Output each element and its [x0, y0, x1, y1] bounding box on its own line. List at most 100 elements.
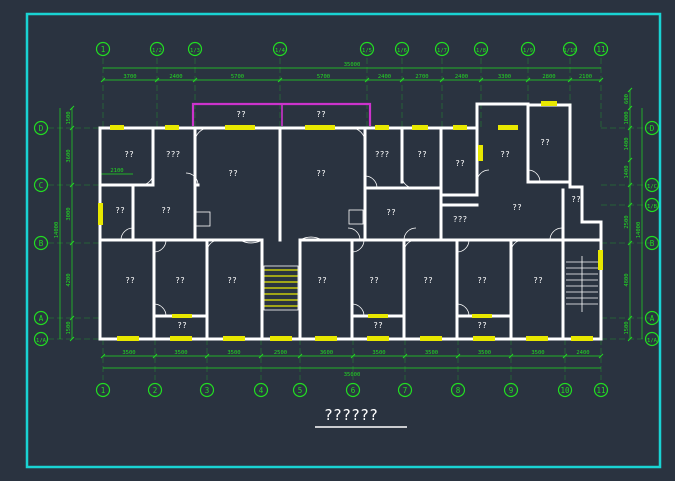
bottom-axis-bubble: [503, 382, 519, 398]
dimension-label: 3500: [122, 350, 135, 356]
room-label: ??: [571, 195, 581, 204]
room-label: ??: [177, 321, 187, 330]
dimension-label: 2400: [576, 350, 589, 356]
room-label: ??: [512, 203, 522, 212]
left-axis-bubble: [33, 235, 49, 251]
dimension-label: 1500: [66, 321, 72, 334]
bottom-axis-bubble: [450, 382, 466, 398]
room-label: ??: [455, 159, 465, 168]
left-axis-bubble-label: D: [39, 124, 44, 133]
dimension-label: 3600: [66, 149, 72, 162]
right-axis-bubble-label: A: [650, 314, 655, 323]
room-label: ??: [316, 110, 326, 119]
room-label: ??: [369, 276, 379, 285]
dimension-label: 1500: [66, 111, 72, 124]
left-axis-bubble: [33, 331, 49, 347]
dimension-label: 3500: [478, 350, 491, 356]
room-label: ???: [375, 150, 390, 159]
dimension-label: 3700: [123, 74, 136, 80]
left-axis-bubble-label: B: [39, 239, 44, 248]
dimension-label: 3500: [531, 350, 544, 356]
bottom-axis-bubble-label: 4: [259, 386, 264, 395]
top-axis-bubble-label: 1/10: [563, 48, 576, 54]
top-axis-bubble: [473, 41, 489, 57]
drawing-frame: [25, 12, 662, 469]
bottom-axis-bubble: [593, 382, 609, 398]
top-axis-bubble: [520, 41, 536, 57]
dimension-label: 600: [624, 94, 630, 104]
dimension-label: 1000: [624, 111, 630, 124]
right-axis-bubble: [644, 177, 660, 193]
bottom-axis-bubble-label: 5: [298, 386, 303, 395]
dimension-label: 4800: [624, 273, 630, 286]
top-axis-bubble: [359, 41, 375, 57]
bottom-axis-bubble: [557, 382, 573, 398]
bottom-axis-bubble: [199, 382, 215, 398]
dimension-label: 2400: [378, 74, 391, 80]
top-axis-bubble-label: 1/7: [437, 48, 447, 54]
top-axis-bubble: [593, 41, 609, 57]
balcony-outline: [191, 102, 372, 126]
top-axis-bubble-label: 1/4: [275, 48, 286, 54]
bottom-axis-bubble-label: 10: [560, 386, 570, 395]
top-axis-bubble: [562, 41, 578, 57]
dimension-label: 5700: [317, 74, 330, 80]
dimension-label: 4200: [66, 273, 72, 286]
left-axis-bubble: [33, 177, 49, 193]
bottom-axis-bubble-label: 1: [101, 386, 106, 395]
left-axis-bubble: [33, 120, 49, 136]
top-axis-bubble: [434, 41, 450, 57]
right-axis-bubble: [644, 310, 660, 326]
top-axis-bubble-label: 11: [596, 45, 605, 54]
room-labels: ????????????????????????????????????????…: [115, 110, 581, 330]
right-axis-bubble: [644, 235, 660, 251]
bottom-axis-bubble: [95, 382, 111, 398]
top-axis-bubble: [187, 41, 203, 57]
bottom-axis-bubble: [345, 382, 361, 398]
dimension-label: 1500: [624, 321, 630, 334]
top-axis-bubble-label: 1/6: [397, 48, 407, 54]
dimension-label: 3600: [320, 350, 333, 356]
total-dimension-bottom: 35000: [344, 372, 361, 378]
right-axis-bubble: [644, 120, 660, 136]
windows: [98, 101, 603, 341]
bottom-axis-bubble-label: 7: [403, 386, 408, 395]
dimension-label: 1400: [624, 165, 630, 178]
room-label: ??: [477, 321, 487, 330]
dimension-label: 2700: [415, 74, 428, 80]
bottom-axis-bubble-label: 8: [456, 386, 461, 395]
room-label: ??: [161, 206, 171, 215]
top-axis-bubble-label: 1/8: [476, 48, 486, 54]
right-axis-bubble: [644, 197, 660, 213]
dimension-label: 2100: [579, 74, 592, 80]
top-axis-bubble-label: 1/9: [523, 48, 533, 54]
room-label: ??: [477, 276, 487, 285]
room-label: ??: [423, 276, 433, 285]
top-axis-bubble: [149, 41, 165, 57]
bottom-axis-bubble: [292, 382, 308, 398]
dimension-label: 3500: [227, 350, 240, 356]
dimension-label: 5700: [231, 74, 244, 80]
dimension-label: 2400: [169, 74, 182, 80]
right-axis-bubble: [644, 331, 660, 347]
bottom-axis-bubble-label: 11: [596, 386, 605, 395]
inner-dimension: 2100: [110, 168, 123, 174]
left-axis-bubble-label: C: [39, 181, 44, 190]
room-label: ??: [124, 150, 134, 159]
room-label: ??: [236, 110, 246, 119]
room-label: ??: [500, 150, 510, 159]
room-label: ??: [533, 276, 543, 285]
room-label: ??: [386, 208, 396, 217]
bottom-axis-bubble: [397, 382, 413, 398]
top-axis-bubble-label: 1/2: [152, 48, 162, 54]
room-label: ???: [166, 150, 181, 159]
right-axis-bubble-label: D: [650, 124, 655, 133]
bottom-axis-bubble-label: 9: [509, 386, 514, 395]
stairways: [195, 209, 598, 312]
room-label: ??: [317, 276, 327, 285]
dimension-label: 3000: [66, 207, 72, 220]
top-axis-bubble: [95, 41, 111, 57]
total-dimension-top: 35000: [344, 62, 361, 68]
